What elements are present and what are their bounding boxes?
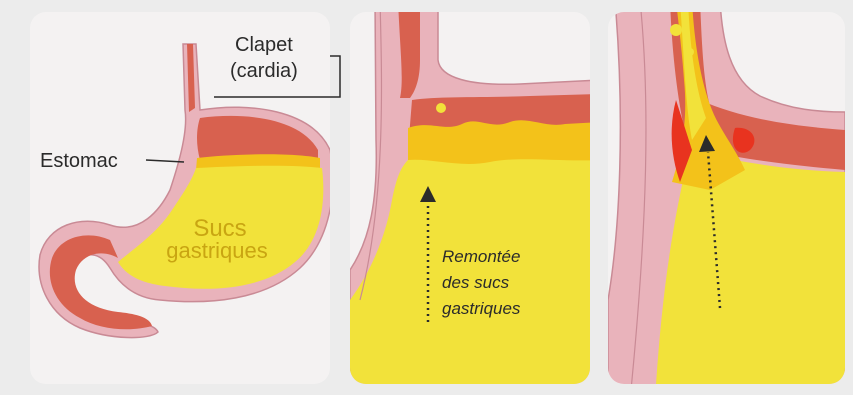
- panel-esophagus-reflux: [608, 0, 845, 390]
- remontee-line1: Remontée: [442, 247, 520, 266]
- estomac-label: Estomac: [40, 150, 118, 172]
- remontee-line3: gastriques: [442, 299, 521, 318]
- remontee-line2: des sucs: [442, 273, 510, 292]
- panel-reflux-closeup: Remontée des sucs gastriques: [350, 0, 600, 390]
- acid-droplet-2: [686, 48, 694, 56]
- acid-droplet-1: [670, 24, 682, 36]
- panel-stomach-overview: Clapet (cardia) Estomac Sucs gastriques: [30, 12, 340, 384]
- clapet-label-line1: Clapet: [235, 34, 293, 56]
- sucs-label-line2: gastriques: [166, 238, 268, 263]
- clapet-label-line2: (cardia): [230, 60, 298, 82]
- acid-bubble: [436, 103, 446, 113]
- gastric-juices-panel3: [655, 150, 845, 390]
